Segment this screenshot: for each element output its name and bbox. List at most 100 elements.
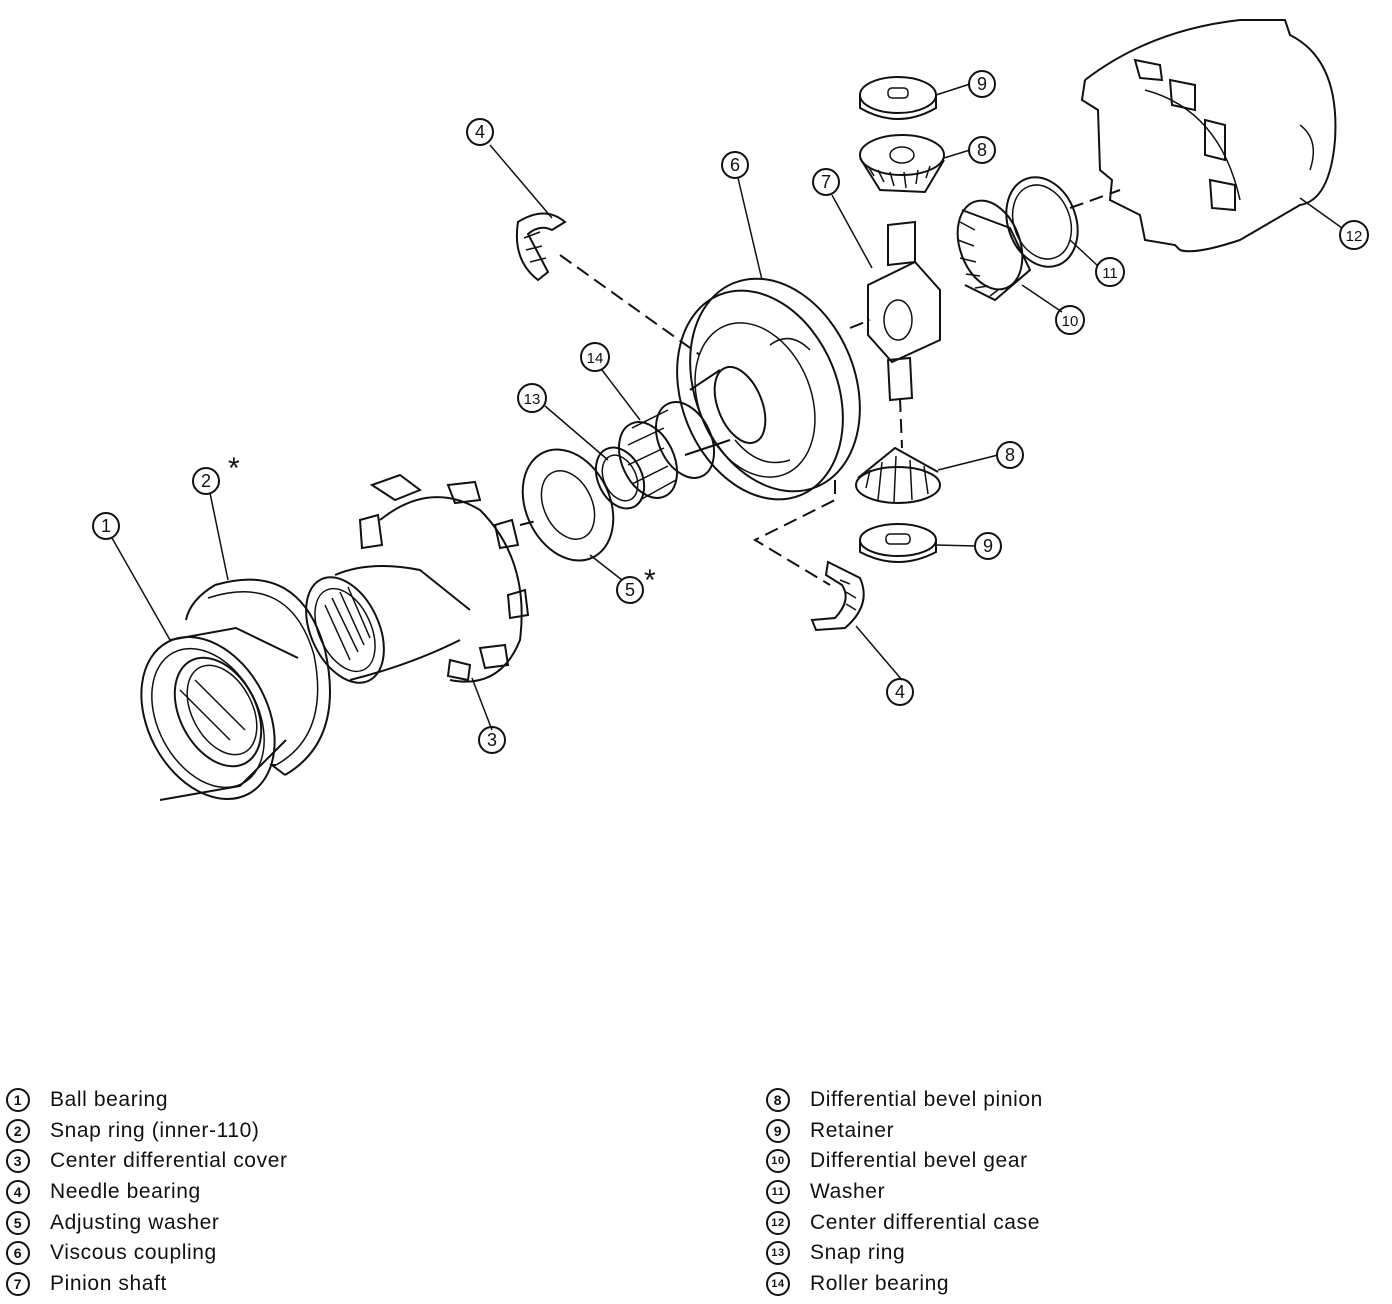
leader-lines <box>111 83 1343 731</box>
svg-text:5: 5 <box>625 580 635 600</box>
roller-bearing-part <box>617 401 716 501</box>
callout-9-upper: 9 <box>968 70 996 98</box>
legend-label: Viscous coupling <box>50 1241 217 1265</box>
legend-item: 4 Needle bearing <box>6 1177 288 1208</box>
svg-text:9: 9 <box>983 536 993 556</box>
svg-text:6: 6 <box>730 155 740 175</box>
legend-item: 7 Pinion shaft <box>6 1269 288 1300</box>
legend-label: Retainer <box>810 1118 895 1142</box>
legend-label: Roller bearing <box>810 1271 950 1295</box>
callout-5: 5 * <box>616 564 656 604</box>
legend-number: 8 <box>766 1088 790 1113</box>
legend-number: 13 <box>766 1241 790 1266</box>
legend-number: 11 <box>766 1180 790 1205</box>
legend-label: Needle bearing <box>50 1180 201 1204</box>
snap-ring-13-part <box>594 446 646 510</box>
retainer-lower-part <box>859 523 937 563</box>
legend-number: 6 <box>6 1241 30 1266</box>
svg-text:9: 9 <box>977 74 987 94</box>
svg-text:1: 1 <box>101 516 111 536</box>
callout-6: 6 <box>721 151 749 179</box>
legend-number: 5 <box>6 1210 30 1235</box>
asterisk-mark: * <box>228 452 240 485</box>
legend-item: 1 Ball bearing <box>6 1085 288 1116</box>
callout-8-lower: 8 <box>996 441 1024 469</box>
callout-8-upper: 8 <box>968 136 996 164</box>
legend-number: 9 <box>766 1118 790 1143</box>
retainer-upper-part <box>859 76 937 120</box>
legend-item: 6 Viscous coupling <box>6 1238 288 1269</box>
legend-label: Differential bevel pinion <box>810 1088 1043 1112</box>
center-differential-cover-part <box>305 473 530 684</box>
legend-item: 14 Roller bearing <box>766 1269 1043 1300</box>
legend-number: 14 <box>766 1271 790 1296</box>
svg-text:4: 4 <box>895 682 905 702</box>
legend-number: 4 <box>6 1180 30 1205</box>
ball-bearing-part <box>140 626 299 801</box>
svg-text:8: 8 <box>1005 445 1015 465</box>
legend-label: Snap ring (inner-110) <box>50 1118 260 1142</box>
svg-text:4: 4 <box>475 122 485 142</box>
legend-label: Differential bevel gear <box>810 1149 1028 1173</box>
legend-number: 3 <box>6 1149 30 1174</box>
callout-4-lower: 4 <box>886 678 914 706</box>
legend-label: Ball bearing <box>50 1088 169 1112</box>
asterisk-mark: * <box>644 564 656 597</box>
legend-number: 10 <box>766 1149 790 1174</box>
legend-item: 3 Center differential cover <box>6 1146 288 1177</box>
callout-12: 12 <box>1339 220 1369 250</box>
legend-item: 11 Washer <box>766 1177 1043 1208</box>
callout-11: 11 <box>1095 257 1125 287</box>
svg-text:2: 2 <box>201 471 211 491</box>
exploded-view-diagram: 1 2 * 3 4 4 5 * 6 7 <box>92 19 1369 801</box>
legend-number: 1 <box>6 1088 30 1113</box>
legend-label: Center differential case <box>810 1210 1040 1234</box>
svg-text:10: 10 <box>1062 313 1079 330</box>
legend-item: 12 Center differential case <box>766 1207 1043 1238</box>
svg-text:13: 13 <box>524 391 541 408</box>
callout-1: 1 <box>92 512 120 540</box>
parts-legend-right: 8 Differential bevel pinion 9 Retainer 10 D… <box>766 1085 1043 1299</box>
callout-14: 14 <box>580 342 610 372</box>
legend-label: Washer <box>810 1180 886 1204</box>
needle-bearing-lower-part <box>810 560 865 632</box>
legend-item: 5 Adjusting washer <box>6 1207 288 1238</box>
legend-label: Pinion shaft <box>50 1271 167 1295</box>
parts-legend-left: 1 Ball bearing 2 Snap ring (inner-110) 3 Ce… <box>6 1085 288 1299</box>
legend-label: Center differential cover <box>50 1149 288 1173</box>
callout-4-upper: 4 <box>466 118 494 146</box>
needle-bearing-upper-part <box>515 212 567 282</box>
center-differential-case-part <box>1080 19 1337 253</box>
callout-10: 10 <box>1055 305 1085 335</box>
svg-text:3: 3 <box>487 730 497 750</box>
svg-text:14: 14 <box>587 350 604 367</box>
callouts: 1 2 * 3 4 4 5 * 6 7 <box>92 70 1369 754</box>
snap-ring-part <box>185 578 331 776</box>
legend-item: 10 Differential bevel gear <box>766 1146 1043 1177</box>
callout-13: 13 <box>517 383 547 413</box>
legend-item: 13 Snap ring <box>766 1238 1043 1269</box>
bevel-pinion-lower-part <box>855 446 941 504</box>
svg-text:8: 8 <box>977 140 987 160</box>
legend-item: 9 Retainer <box>766 1116 1043 1147</box>
svg-text:7: 7 <box>821 172 831 192</box>
legend-number: 7 <box>6 1271 30 1296</box>
legend-number: 12 <box>766 1210 790 1235</box>
callout-7: 7 <box>812 168 840 196</box>
differential-bevel-gear-part <box>956 199 1032 302</box>
washer-part <box>1005 176 1079 268</box>
bevel-pinion-upper-part <box>859 134 945 194</box>
pinion-shaft-part <box>867 220 941 402</box>
callout-2: 2 * <box>192 452 240 495</box>
legend-item: 8 Differential bevel pinion <box>766 1085 1043 1116</box>
legend-number: 2 <box>6 1118 30 1143</box>
viscous-coupling-part <box>676 277 861 501</box>
svg-text:12: 12 <box>1346 228 1363 245</box>
legend-label: Adjusting washer <box>50 1210 220 1234</box>
legend-item: 2 Snap ring (inner-110) <box>6 1116 288 1147</box>
svg-text:11: 11 <box>1102 265 1118 282</box>
assembly-axes <box>519 189 1121 586</box>
callout-9-lower: 9 <box>974 532 1002 560</box>
callout-3: 3 <box>478 726 506 754</box>
legend-label: Snap ring <box>810 1241 906 1265</box>
